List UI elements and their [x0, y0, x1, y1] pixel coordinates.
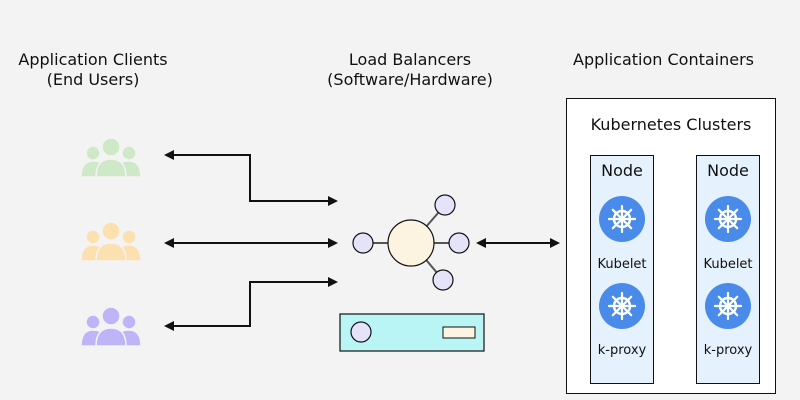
node-2: Node Kubelet k-proxy [696, 155, 760, 384]
component-label: k-proxy [703, 343, 753, 358]
component-label: Kubelet [703, 257, 753, 272]
kubernetes-wheel-icon [599, 196, 645, 242]
arrow-client1-lb [164, 150, 338, 206]
load-balancer-icon [352, 194, 470, 291]
arrow-client3-lb [164, 277, 338, 331]
cluster-title: Kubernetes Clusters [590, 115, 752, 134]
load-balancers-heading: Load Balancers (Software/Hardware) [300, 50, 520, 90]
containers-heading: Application Containers [560, 50, 775, 70]
kubernetes-wheel-icon [705, 283, 751, 329]
users-icon-purple [80, 306, 142, 347]
clients-heading: Application Clients (End Users) [0, 50, 186, 90]
node-title: Node [707, 161, 749, 180]
kubernetes-wheel-icon [599, 283, 645, 329]
node-1: Node Kubelet k-proxy [590, 155, 654, 384]
lb-heading-line2: (Software/Hardware) [327, 70, 493, 89]
users-icon-green [80, 137, 142, 178]
component-label: k-proxy [597, 343, 647, 358]
lb-heading-line1: Load Balancers [348, 50, 472, 69]
hardware-device-icon [339, 313, 485, 352]
users-icon-orange [80, 221, 142, 262]
kubernetes-wheel-icon [705, 196, 751, 242]
clients-heading-line1: Application Clients [18, 50, 168, 69]
clients-heading-line2: (End Users) [46, 70, 140, 89]
containers-heading-line1: Application Containers [573, 50, 755, 69]
kubernetes-cluster: Kubernetes Clusters Node Kubelet k-proxy… [566, 98, 776, 394]
node-title: Node [601, 161, 643, 180]
component-label: Kubelet [597, 257, 647, 272]
